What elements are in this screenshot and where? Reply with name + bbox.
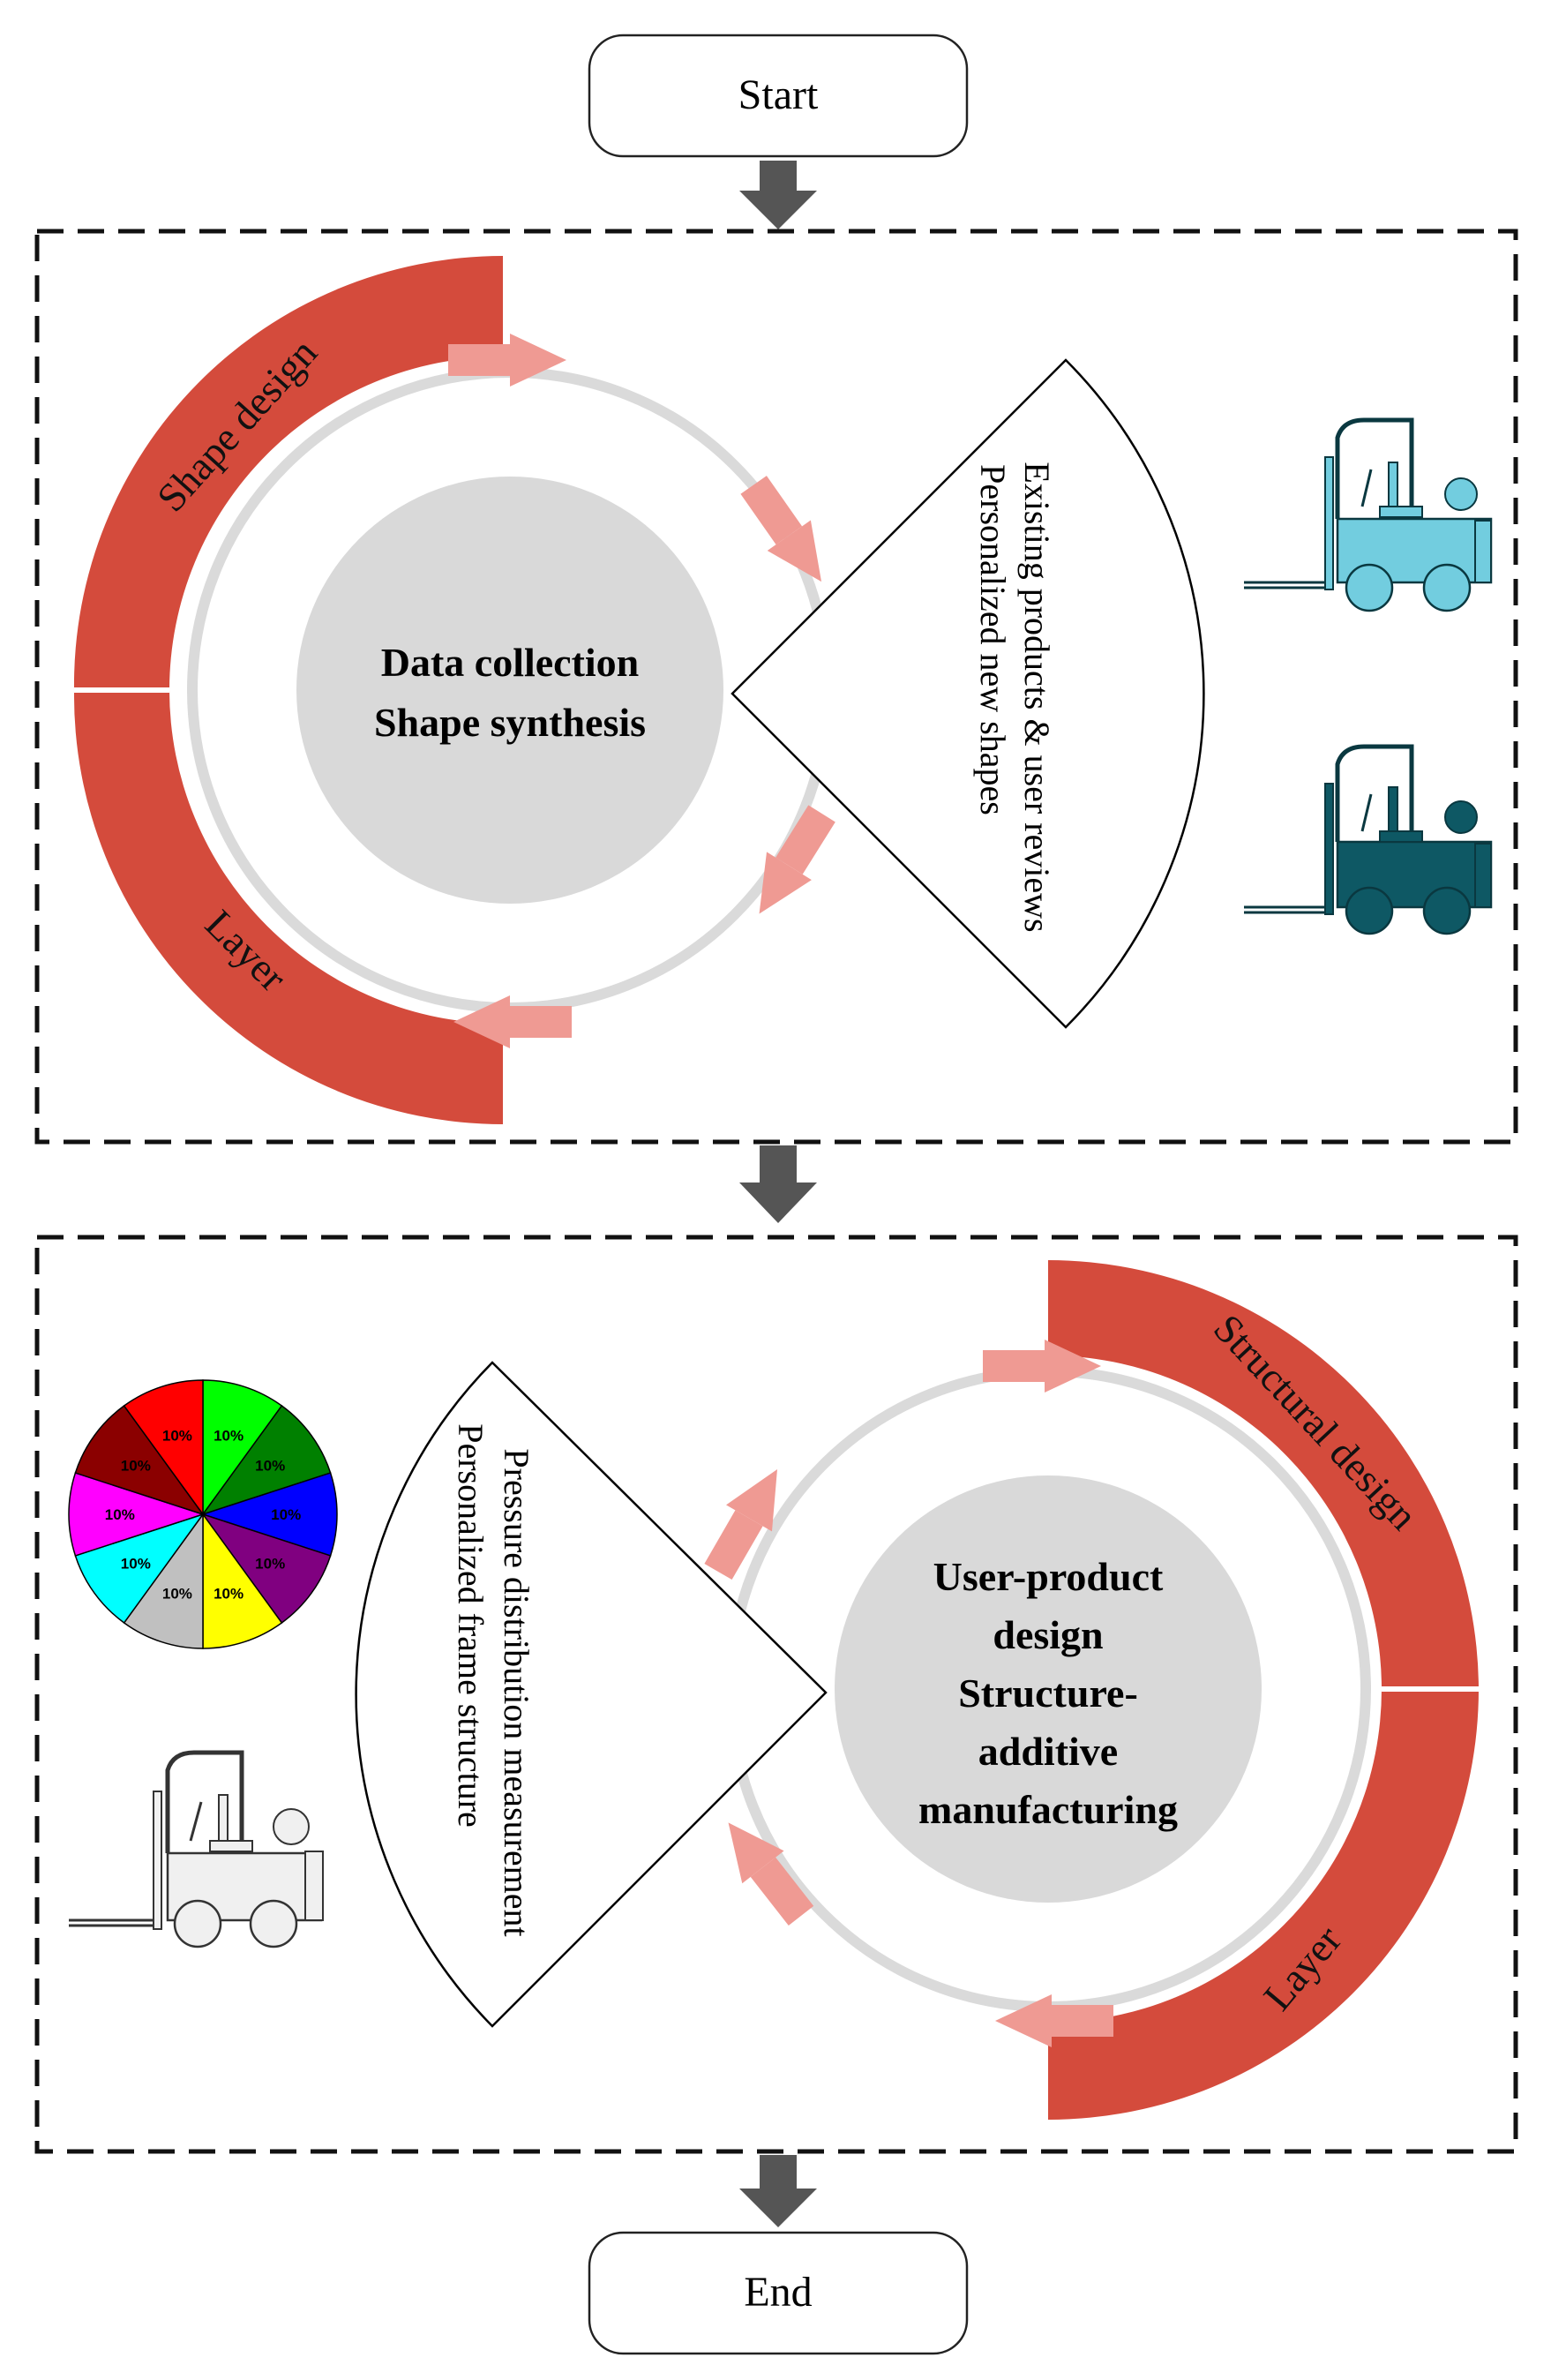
stage1-band-bottom (73, 690, 503, 1124)
end-label: End (744, 2269, 812, 2316)
stage2-hub (835, 1475, 1262, 1903)
stage2-hub-line-2: design (993, 1612, 1103, 1657)
stage2-sector-line-1: Pressure distribution measurement (497, 1448, 536, 1936)
stage2-hub-line-1: User-product (933, 1554, 1164, 1599)
stage1-panel: Shape design Layer Data collection Shape… (34, 229, 1518, 1145)
stage2-cycle-arrow-1 (704, 1468, 777, 1580)
pie-slice (202, 1379, 283, 1517)
structural-design-label: Structural design (1205, 1306, 1427, 1539)
stage2-band-top (1048, 1260, 1479, 1689)
pie-slice-label: 10% (255, 1458, 285, 1475)
pie-slice (200, 1472, 338, 1557)
forklift-light-blue-icon (1244, 417, 1493, 612)
flow-arrow-start-to-stage1 (739, 161, 817, 229)
stage1-sector-line-1: Existing products & user reviews (1017, 462, 1057, 932)
pie-slice-label: 10% (162, 1586, 192, 1603)
stage1-cycle-arrow-1 (448, 334, 566, 387)
stage2-sector-line-2: Personalized frame structure (451, 1423, 491, 1828)
stage1-cycle-arrow-4 (453, 995, 572, 1048)
pie-slice (201, 1404, 332, 1516)
stage2-cycle-arrow-2b (983, 1340, 1101, 1393)
pie-slice-label: 10% (255, 1555, 285, 1572)
pie-slice-label: 10% (214, 1427, 244, 1444)
pie-slice (123, 1512, 204, 1649)
stage2-hub-line-5: manufacturing (918, 1787, 1178, 1832)
stage1-cycle-arrow-2 (740, 476, 822, 582)
stage1-hub (296, 477, 723, 904)
stage1-hub-line-2: Shape synthesis (374, 700, 646, 745)
pie-slice-label: 10% (214, 1586, 244, 1603)
start-label: Start (738, 71, 819, 118)
pie-slice-label: 10% (271, 1506, 301, 1523)
start-node: Start (588, 34, 969, 158)
stage1-hub-line-1: Data collection (381, 640, 640, 685)
end-node: End (588, 2231, 969, 2355)
stage1-cycle-arrow-3 (759, 805, 835, 914)
pie-slice (123, 1379, 204, 1517)
pie-slice (68, 1472, 206, 1557)
stage2-cycle-arrow-3 (995, 1994, 1113, 2047)
stage2-hub-line-3: Structure- (958, 1671, 1138, 1716)
pie-slice-label: 10% (105, 1506, 135, 1523)
pie-slice-label: 10% (121, 1555, 151, 1572)
pie-slice (202, 1512, 283, 1649)
pie-slice (74, 1513, 205, 1625)
stage2-sector (355, 1361, 828, 2028)
forklift-dark-teal-icon (1244, 744, 1493, 935)
stage1-sector-line-2: Personalized new shapes (973, 464, 1013, 815)
pie-slice (74, 1404, 205, 1516)
pie-slice-label: 10% (162, 1427, 192, 1444)
pie-slice (201, 1513, 332, 1625)
stage2-hub-line-4: additive (978, 1729, 1118, 1774)
forklift-outline-icon (69, 1750, 324, 1948)
stage1-band-top (73, 255, 504, 690)
stage1-sector (731, 358, 1205, 1029)
stage2-panel: Structural design Layer User-product des… (34, 1235, 1518, 2154)
flow-arrow-stage2-to-end (739, 2155, 817, 2227)
pie-slice-label: 10% (121, 1458, 151, 1475)
flow-arrow-stage1-to-stage2 (739, 1145, 817, 1223)
stage2-cycle-arrow-4 (728, 1822, 814, 1926)
pie-chart-icon: 10% 10% 10% 10% 10% 10% 10% 10% 10% 10% (68, 1379, 338, 1649)
stage2-band-top-label: Structural design (1205, 1306, 1427, 1539)
stage2-band-bottom (1048, 1689, 1479, 2120)
